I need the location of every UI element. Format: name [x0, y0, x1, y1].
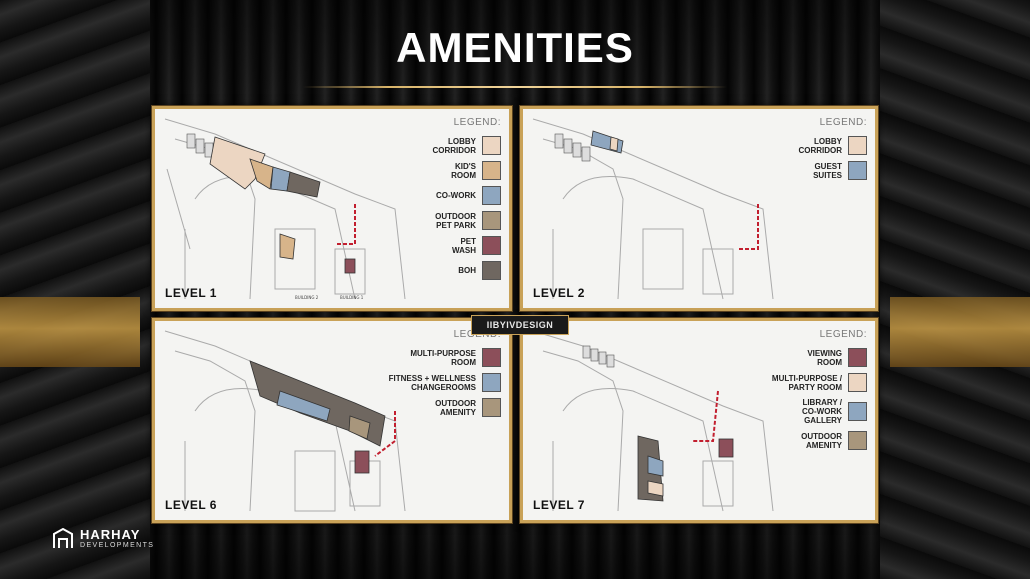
legend-label: GUEST SUITES	[813, 161, 842, 180]
floor-plan-panel-level-1: BUILDING 2 BUILDING 1 LEGEND: LOBBY CORR…	[152, 106, 512, 311]
logo-subtitle: DEVELOPMENTS	[80, 542, 155, 549]
floor-plan-level-6	[164, 330, 406, 512]
legend-swatch	[482, 161, 501, 180]
right-drape	[880, 0, 1030, 579]
legend-item: OUTDOOR PET PARK	[365, 211, 501, 230]
legend-item: LOBBY CORRIDOR	[365, 136, 501, 155]
legend-item: GUEST SUITES	[731, 161, 867, 180]
svg-text:BUILDING 2: BUILDING 2	[295, 295, 319, 300]
title-divider	[303, 86, 727, 88]
legend-item: OUTDOOR AMENITY	[365, 398, 501, 417]
legend-label: CO-WORK	[436, 191, 476, 200]
level-label: LEVEL 6	[165, 498, 217, 512]
floor-plan-level-1: BUILDING 2 BUILDING 1	[164, 118, 406, 300]
legend-swatch	[848, 348, 867, 367]
harhay-logo-icon	[53, 528, 73, 548]
left-drape	[0, 0, 150, 579]
legend-swatch	[848, 431, 867, 450]
legend-swatch	[482, 236, 501, 255]
legend-level-1: LEGEND: LOBBY CORRIDOR KID'S ROOM CO-WOR…	[365, 117, 501, 286]
legend-swatch	[848, 161, 867, 180]
legend-swatch	[482, 373, 501, 392]
design-brand-badge: IIBYIVDESIGN	[471, 315, 569, 335]
legend-label: BOH	[458, 266, 476, 275]
legend-level-6: LEGEND: MULTI-PURPOSE ROOM FITNESS + WEL…	[365, 329, 501, 423]
legend-label: PET WASH	[452, 236, 476, 255]
legend-swatch	[848, 402, 867, 421]
legend-swatch	[482, 348, 501, 367]
floor-plan-level-7	[532, 330, 774, 512]
page-title: AMENITIES	[396, 24, 634, 71]
legend-label: KID'S ROOM	[451, 161, 476, 180]
legend-label: LOBBY CORRIDOR	[798, 136, 842, 155]
legend-label: OUTDOOR AMENITY	[435, 398, 476, 417]
floor-plan-panel-level-6: LEGEND: MULTI-PURPOSE ROOM FITNESS + WEL…	[152, 318, 512, 523]
legend-label: MULTI-PURPOSE ROOM	[410, 348, 476, 367]
legend-title: LEGEND:	[453, 117, 501, 128]
legend-swatch	[482, 186, 501, 205]
legend-item: MULTI-PURPOSE / PARTY ROOM	[731, 373, 867, 392]
legend-label: VIEWING ROOM	[807, 348, 842, 367]
legend-swatch	[848, 136, 867, 155]
legend-label: MULTI-PURPOSE / PARTY ROOM	[771, 373, 842, 392]
legend-item: FITNESS + WELLNESS CHANGEROOMS	[365, 373, 501, 392]
legend-title: LEGEND:	[819, 117, 867, 128]
legend-swatch	[482, 136, 501, 155]
right-gold-accent	[890, 297, 1030, 367]
legend-item: LOBBY CORRIDOR	[731, 136, 867, 155]
legend-label: OUTDOOR PET PARK	[435, 211, 476, 230]
floor-plan-panel-level-2: LEGEND: LOBBY CORRIDOR GUEST SUITES LEVE…	[520, 106, 878, 311]
level-label: LEVEL 1	[165, 286, 217, 300]
floor-plan-panel-level-7: LEGEND: VIEWING ROOM MULTI-PURPOSE / PAR…	[520, 318, 878, 523]
legend-item: MULTI-PURPOSE ROOM	[365, 348, 501, 367]
legend-label: FITNESS + WELLNESS CHANGEROOMS	[388, 373, 476, 392]
level-label: LEVEL 7	[533, 498, 585, 512]
legend-level-2: LEGEND: LOBBY CORRIDOR GUEST SUITES	[731, 117, 867, 186]
legend-item: PET WASH	[365, 236, 501, 255]
legend-label: LIBRARY / CO-WORK GALLERY	[802, 398, 842, 425]
harhay-logo: HARHAY DEVELOPMENTS	[52, 528, 154, 550]
legend-item: VIEWING ROOM	[731, 348, 867, 367]
legend-swatch	[848, 373, 867, 392]
floor-plan-level-2	[532, 118, 774, 300]
svg-text:BUILDING 1: BUILDING 1	[340, 295, 364, 300]
legend-item: OUTDOOR AMENITY	[731, 431, 867, 450]
legend-item: BOH	[365, 261, 501, 280]
legend-label: OUTDOOR AMENITY	[801, 431, 842, 450]
legend-item: CO-WORK	[365, 186, 501, 205]
logo-name: HARHAY	[80, 527, 141, 542]
legend-swatch	[482, 398, 501, 417]
legend-level-7: LEGEND: VIEWING ROOM MULTI-PURPOSE / PAR…	[731, 329, 867, 456]
legend-swatch	[482, 211, 501, 230]
legend-label: LOBBY CORRIDOR	[432, 136, 476, 155]
left-gold-accent	[0, 297, 140, 367]
legend-item: KID'S ROOM	[365, 161, 501, 180]
legend-title: LEGEND:	[819, 329, 867, 340]
legend-item: LIBRARY / CO-WORK GALLERY	[731, 398, 867, 425]
legend-swatch	[482, 261, 501, 280]
level-label: LEVEL 2	[533, 286, 585, 300]
